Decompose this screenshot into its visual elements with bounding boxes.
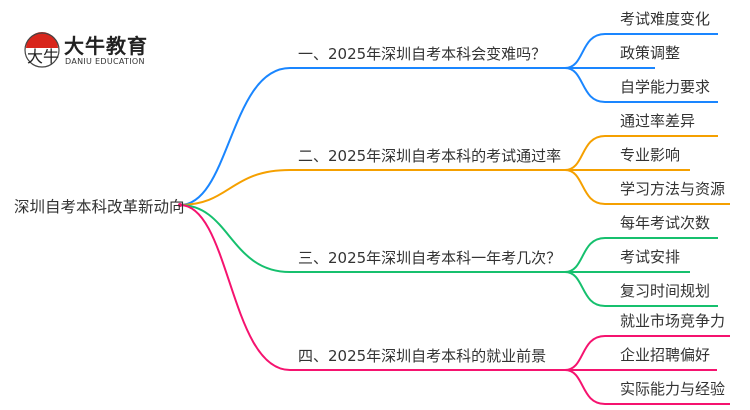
logo-name: 大牛教育: [64, 34, 148, 58]
branch-line: [179, 204, 565, 371]
subtopic: 考试安排: [620, 248, 681, 266]
branch-topic: 二、2025年深圳自考本科的考试通过率: [298, 147, 562, 165]
subtopic: 学习方法与资源: [620, 180, 726, 198]
subtopic: 通过率差异: [620, 112, 696, 130]
root-connector-dot: [178, 203, 182, 207]
branch-line: [179, 169, 565, 206]
subtopic: 政策调整: [620, 44, 681, 62]
child-line: [564, 237, 718, 273]
logo-english: DANIU EDUCATION: [65, 57, 145, 66]
subtopic: 每年考试次数: [620, 214, 711, 232]
logo: 大牛 大牛教育 DANIU EDUCATION: [22, 28, 172, 74]
subtopic: 实际能力与经验: [620, 380, 726, 398]
branch-topic: 四、2025年深圳自考本科的就业前景: [298, 347, 547, 365]
subtopic: 专业影响: [620, 146, 681, 164]
subtopic: 企业招聘偏好: [620, 346, 711, 364]
child-line: [564, 369, 730, 405]
child-line: [564, 271, 718, 307]
branch-topic: 三、2025年深圳自考本科一年考几次？: [298, 249, 562, 267]
branch-topic: 一、2025年深圳自考本科会变难吗？: [298, 45, 547, 63]
subtopic: 考试难度变化: [620, 10, 711, 28]
logo-mark-icon: 大牛: [24, 32, 60, 68]
branch-line: [179, 67, 565, 206]
child-line: [564, 169, 730, 205]
subtopic: 自学能力要求: [620, 78, 711, 96]
branch-line: [179, 204, 565, 273]
svg-text:大牛: 大牛: [27, 47, 59, 66]
subtopic: 复习时间规划: [620, 282, 711, 300]
child-line: [564, 335, 730, 371]
root-topic: 深圳自考本科改革新动向: [14, 198, 185, 216]
child-line: [564, 67, 718, 103]
child-line: [564, 33, 718, 69]
subtopic: 就业市场竞争力: [620, 312, 726, 330]
child-line: [564, 135, 718, 171]
